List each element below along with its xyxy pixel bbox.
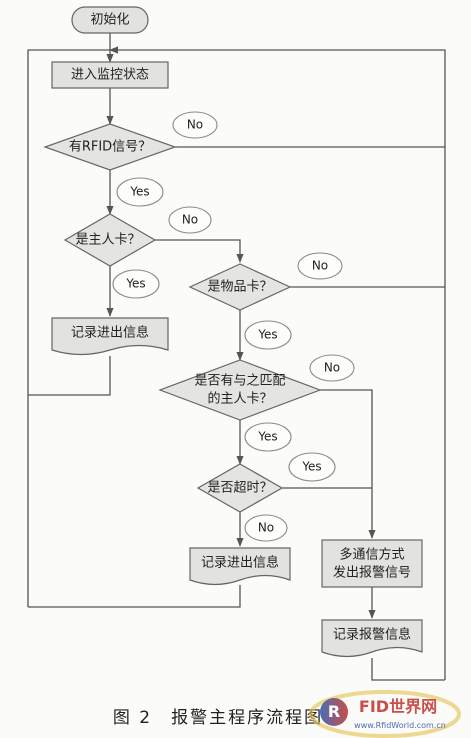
record-alarm-label: 记录报警信息 (333, 627, 411, 643)
edge-label-item-yes: Yes (244, 320, 292, 350)
figure-caption: 图 2 报警主程序流程图 (113, 708, 323, 728)
svg-text:FID世界网: FID世界网 (359, 697, 437, 716)
svg-text:No: No (312, 259, 328, 273)
decision-item-card: 是物品卡？ (188, 263, 292, 311)
match-label-line1: 是否有与之匹配 (194, 374, 285, 389)
decision-rfid: 有RFID信号？ (43, 123, 177, 171)
rfid-label: 有RFID信号？ (69, 140, 151, 155)
decision-timeout: 是否超时？ (196, 463, 284, 513)
connectors (27, 33, 446, 681)
svg-text:Yes: Yes (257, 430, 277, 444)
master-card-label: 是主人卡？ (75, 233, 140, 248)
svg-text:Yes: Yes (125, 277, 145, 291)
match-label-line2: 的主人卡？ (207, 391, 272, 407)
decision-master-card: 是主人卡？ (63, 213, 157, 267)
node-record-io-2: 记录进出信息 (189, 547, 291, 586)
edge-label-match-no: No (309, 354, 355, 382)
alarm-label-line1: 多通信方式 (339, 547, 404, 563)
edge-label-rfid-no: No (172, 111, 218, 139)
watermark-logo: R FID世界网 www.RfidWorld.com.cn (309, 690, 461, 738)
monitor-label: 进入监控状态 (71, 68, 149, 83)
edge-label-timeout-yes: Yes (288, 452, 336, 482)
node-record-alarm: 记录报警信息 (321, 619, 423, 658)
decision-match: 是否有与之匹配 的主人卡？ (158, 359, 322, 421)
svg-text:Yes: Yes (301, 460, 321, 474)
svg-text:No: No (187, 118, 203, 132)
node-alarm: 多通信方式 发出报警信号 (321, 539, 423, 588)
svg-text:No: No (258, 521, 274, 535)
svg-text:No: No (182, 213, 198, 227)
svg-text:Yes: Yes (257, 328, 277, 342)
svg-text:Yes: Yes (129, 185, 149, 199)
timeout-label: 是否超时？ (207, 481, 272, 496)
edge-label-timeout-no: No (244, 514, 288, 542)
svg-text:R: R (328, 702, 340, 721)
item-card-label: 是物品卡？ (207, 280, 272, 295)
svg-text:No: No (324, 361, 340, 375)
svg-text:www.RfidWorld.com.cn: www.RfidWorld.com.cn (354, 721, 446, 730)
edge-label-match-yes: Yes (244, 422, 292, 452)
edge-label-item-no: No (297, 252, 343, 280)
alarm-label-line2: 发出报警信号 (333, 565, 411, 581)
edge-label-master-yes: Yes (112, 269, 160, 299)
start-label: 初始化 (90, 13, 129, 28)
edge-label-master-no: No (168, 206, 212, 234)
node-start: 初始化 (71, 6, 149, 34)
node-monitor: 进入监控状态 (51, 61, 169, 89)
node-record-io-1: 记录进出信息 (51, 317, 169, 356)
record-io-1-label: 记录进出信息 (71, 325, 149, 341)
edge-label-rfid-yes: Yes (116, 177, 164, 207)
record-io-2-label: 记录进出信息 (201, 555, 279, 571)
